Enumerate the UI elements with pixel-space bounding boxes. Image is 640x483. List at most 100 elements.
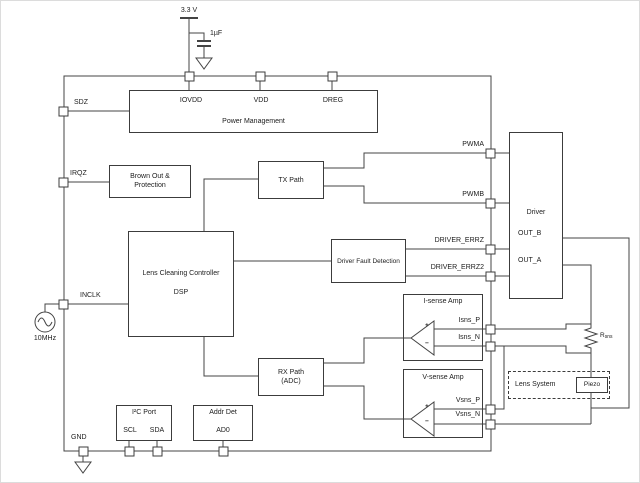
pin-irqz xyxy=(58,177,69,188)
lens-system-box: Lens System xyxy=(508,371,610,399)
sda-label: SDA xyxy=(149,427,165,434)
plus-sign: + xyxy=(425,403,429,410)
pwma-label: PWMA xyxy=(462,141,484,148)
driver-label: Driver xyxy=(526,209,546,216)
dsp-block: Lens Cleaning Controller DSP xyxy=(128,231,234,337)
wire-rx-isense xyxy=(324,337,411,364)
driver-errz-label: DRIVER_ERRZ xyxy=(434,237,484,244)
capacitor-value-label: 1µF xyxy=(210,30,223,37)
pin-ad0 xyxy=(218,446,229,457)
pin-vsns-n xyxy=(485,419,496,430)
piezo-label: Piezo xyxy=(583,381,601,388)
i2c-port-block: I²C Port SCL SDA xyxy=(116,405,172,441)
isns-n-label: Isns_N xyxy=(458,334,480,341)
ad0-label: AD0 xyxy=(216,427,230,434)
addr-det-label: Addr Det xyxy=(209,409,237,416)
lens-system-label: Lens System xyxy=(515,381,556,388)
i-sense-amp-label: I-sense Amp xyxy=(423,298,463,305)
plus-sign: + xyxy=(425,322,429,329)
pin-pwma xyxy=(485,148,496,159)
chip-outline xyxy=(63,75,492,452)
wire-dsp-tx xyxy=(203,178,258,231)
brown-out-block: Brown Out & Protection xyxy=(109,165,191,198)
pwmb-label: PWMB xyxy=(462,191,484,198)
rsns-resistor xyxy=(583,324,599,353)
driver-fault-label: Driver Fault Detection xyxy=(337,258,400,265)
pin-driver-errz2 xyxy=(485,271,496,282)
pin-sdz xyxy=(58,106,69,117)
wire-cap-branch xyxy=(189,32,205,58)
pin-vdd xyxy=(255,71,266,82)
wire-isns-p xyxy=(434,323,591,330)
sdz-label: SDZ xyxy=(74,99,88,106)
dsp-label-1: Lens Cleaning Controller xyxy=(142,270,220,277)
ground-icon xyxy=(195,57,213,70)
pin-squares xyxy=(58,71,496,457)
rsns-label: Rsns xyxy=(600,332,612,341)
minus-sign: − xyxy=(425,418,429,425)
dreg-label: DREG xyxy=(322,97,344,104)
pin-scl xyxy=(124,446,135,457)
wire-dsp-rx xyxy=(203,337,258,377)
top-pin-stubs xyxy=(188,81,333,90)
rsns-sub: sns xyxy=(604,334,613,340)
vdd-label: VDD xyxy=(253,97,269,104)
pin-inclk xyxy=(58,299,69,310)
pin-isns-p xyxy=(485,324,496,335)
opamp-vsense-icon xyxy=(410,401,435,437)
wire-vsns-p xyxy=(434,346,505,410)
tx-path-block: TX Path xyxy=(258,161,324,199)
pin-pwmb xyxy=(485,198,496,209)
driver-fault-block: Driver Fault Detection xyxy=(331,239,406,283)
addr-det-block: Addr Det AD0 xyxy=(193,405,253,441)
pin-driver-errz xyxy=(485,244,496,255)
inclk-label: INCLK xyxy=(80,292,101,299)
isns-p-label: Isns_P xyxy=(458,317,480,324)
pin-iovdd xyxy=(184,71,195,82)
scl-label: SCL xyxy=(123,427,137,434)
sine-wave-icon xyxy=(37,317,53,327)
out-a-label: OUT_A xyxy=(518,257,542,264)
dsp-label-2: DSP xyxy=(173,289,189,296)
pin-gnd xyxy=(78,446,89,457)
wire-out-b xyxy=(563,237,630,409)
rsns-base: R xyxy=(600,332,605,339)
pin-sda xyxy=(152,446,163,457)
tx-path-label: TX Path xyxy=(278,177,304,184)
iovdd-label: IOVDD xyxy=(179,97,203,104)
brown-out-label-2: Protection xyxy=(134,182,166,189)
brown-out-label-1: Brown Out & xyxy=(130,173,170,180)
driver-block: Driver OUT_B OUT_A xyxy=(509,132,563,299)
power-management-block: IOVDD VDD DREG Power Management xyxy=(129,90,378,133)
pin-isns-n xyxy=(485,341,496,352)
opamp-isense-icon xyxy=(410,320,435,356)
wire-out-a xyxy=(563,264,592,324)
vsns-p-label: Vsns_P xyxy=(455,397,480,404)
pin-dreg xyxy=(327,71,338,82)
irqz-label: IRQZ xyxy=(70,170,87,177)
v-sense-amp-label: V-sense Amp xyxy=(422,374,464,381)
v-sense-amp-block: V-sense Amp xyxy=(403,369,483,438)
ground-icon xyxy=(74,461,92,474)
rx-path-label-2: (ADC) xyxy=(281,378,301,385)
pin-vsns-p xyxy=(485,404,496,415)
vsns-n-label: Vsns_N xyxy=(455,411,480,418)
wire-inclk xyxy=(44,303,128,312)
out-b-label: OUT_B xyxy=(518,230,542,237)
bottom-pin-stubs xyxy=(128,441,224,447)
wire-isns-n xyxy=(434,345,591,354)
power-management-label: Power Management xyxy=(222,118,285,125)
wire-pwmb xyxy=(324,185,509,204)
minus-sign: − xyxy=(425,340,429,347)
clock-freq-label: 10MHz xyxy=(33,335,57,342)
wire-rx-vsense xyxy=(324,385,411,420)
wire-pwma xyxy=(324,152,509,169)
supply-voltage-label: 3.3 V xyxy=(180,7,198,14)
driver-errz2-label: DRIVER_ERRZ2 xyxy=(430,264,484,271)
rx-path-label-1: RX Path xyxy=(277,369,305,376)
i2c-port-label: I²C Port xyxy=(131,409,157,416)
piezo-block: Piezo xyxy=(576,377,608,393)
rx-path-block: RX Path (ADC) xyxy=(258,358,324,396)
